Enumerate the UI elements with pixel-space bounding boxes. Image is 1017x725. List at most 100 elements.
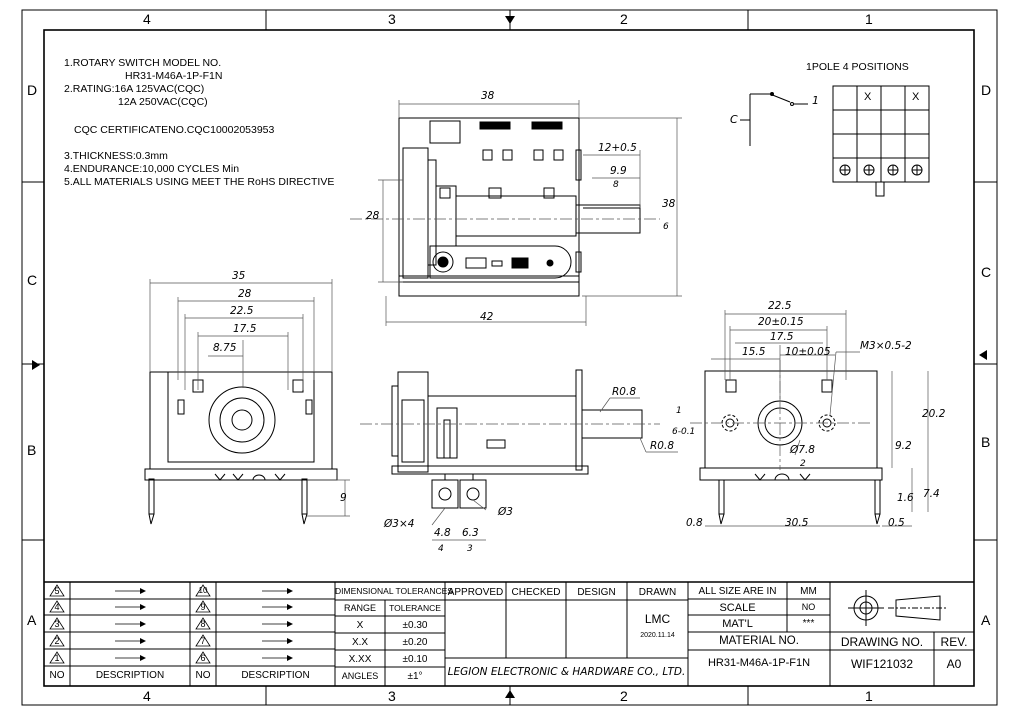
rev-desc-label-1: DESCRIPTION bbox=[95, 670, 165, 681]
dim-mid-r08-b: R0.8 bbox=[650, 440, 674, 452]
tol-range-3: ANGLES bbox=[341, 671, 379, 681]
drawn-date: 2020.11.14 bbox=[640, 632, 675, 639]
zone-col-top-4: 4 bbox=[143, 11, 151, 27]
projection-symbol bbox=[848, 590, 946, 626]
dim-mid-phi3x4: Ø3×4 bbox=[384, 518, 415, 530]
note-4: 4.ENDURANCE:10,000 CYCLES Min bbox=[64, 163, 240, 175]
drawn-label: DRAWN bbox=[638, 587, 677, 598]
tol-range-0: X bbox=[356, 620, 364, 631]
zone-col-top-3: 3 bbox=[388, 11, 396, 27]
note-1-model: HR31-M46A-1P-F1N bbox=[125, 70, 223, 82]
dim-side-35: 35 bbox=[232, 270, 246, 282]
outer-border bbox=[21, 9, 998, 706]
rev-row-4: 4 bbox=[54, 602, 60, 612]
dim-r-20: 20±0.15 bbox=[758, 316, 804, 328]
company-name: LEGION ELECTRONIC & HARDWARE CO., LTD. bbox=[447, 666, 686, 678]
dim-circle-8: 8 bbox=[613, 180, 619, 190]
center-arrow-top bbox=[505, 16, 515, 24]
checked-label: CHECKED bbox=[511, 587, 561, 598]
rev-row-8: 8 bbox=[200, 619, 206, 629]
zone-ticks bbox=[22, 10, 997, 705]
drawing-no-value: WIF121032 bbox=[850, 657, 914, 671]
dim-side-8-75: 8.75 bbox=[213, 342, 237, 354]
dim-r-10: 10±0.05 bbox=[785, 346, 831, 358]
rev-label: REV. bbox=[940, 635, 968, 649]
dim-r-30-5: 30.5 bbox=[785, 517, 809, 529]
note-5: 5.ALL MATERIALS USING MEET THE RoHS DIRE… bbox=[64, 176, 335, 188]
zone-col-top-2: 2 bbox=[620, 11, 628, 27]
tol-value-2: ±0.10 bbox=[402, 654, 428, 665]
right-view-dims bbox=[690, 310, 929, 527]
all-size-label: ALL SIZE ARE IN bbox=[698, 586, 777, 597]
dim-r-7-4: 7.4 bbox=[923, 488, 940, 500]
center-arrow-left bbox=[32, 360, 40, 370]
dim-circle-4: 4 bbox=[438, 544, 444, 554]
note-1: 1.ROTARY SWITCH MODEL NO. bbox=[64, 57, 222, 69]
rev-row-10: 10 bbox=[198, 586, 208, 595]
scale-label: SCALE bbox=[719, 602, 756, 614]
dim-r-15-5: 15.5 bbox=[742, 346, 766, 358]
revision-arrowheads bbox=[140, 588, 293, 661]
dim-r-phi78: Ø7.8 bbox=[790, 444, 815, 456]
top-view-dims bbox=[350, 100, 682, 326]
schematic bbox=[740, 85, 930, 197]
material-no-value: HR31-M46A-1P-F1N bbox=[707, 657, 811, 669]
center-arrow-right bbox=[979, 350, 987, 360]
rev-no-label-2: NO bbox=[195, 670, 211, 681]
front-view bbox=[391, 369, 643, 509]
material-no-label: MATERIAL NO. bbox=[719, 635, 799, 647]
dim-side-28: 28 bbox=[238, 288, 252, 300]
title-block-grid bbox=[44, 581, 974, 686]
dim-r-17-5: 17.5 bbox=[770, 331, 794, 343]
dim-top-side-28: 28 bbox=[366, 210, 380, 222]
unit-value: MM bbox=[800, 586, 817, 597]
zone-row-right-b: B bbox=[981, 434, 991, 450]
tol-tol-label: TOLERANCE bbox=[389, 603, 441, 613]
dim-side-9: 9 bbox=[340, 492, 347, 504]
rev-desc-label-2: DESCRIPTION bbox=[241, 670, 310, 681]
drawing-no-label: DRAWING NO. bbox=[840, 635, 924, 649]
side-view bbox=[144, 371, 338, 525]
zone-col-bottom-1: 1 bbox=[865, 688, 873, 704]
dim-r-m3: M3×0.5-2 bbox=[860, 340, 912, 352]
dim-r-0-8: 0.8 bbox=[686, 517, 703, 529]
dim-circle-6: 6 bbox=[663, 222, 669, 232]
tol-range-label: RANGE bbox=[343, 603, 376, 613]
zone-col-bottom-2: 2 bbox=[620, 688, 628, 704]
dim-r-0-5: 0.5 bbox=[888, 517, 905, 529]
front-view-dims bbox=[360, 397, 678, 541]
matl-value: *** bbox=[802, 618, 815, 629]
schematic-title: 1POLE 4 POSITIONS bbox=[806, 61, 909, 73]
note-cert: CQC CERTIFICATENO.CQC10002053953 bbox=[74, 124, 275, 136]
dim-mid-6-3: 6.3 bbox=[462, 527, 479, 539]
dim-r-1-6: 1.6 bbox=[897, 492, 914, 504]
dim-r-22-5: 22.5 bbox=[768, 300, 792, 312]
zone-row-right-c: C bbox=[981, 264, 992, 280]
tol-range-1: X.X bbox=[351, 637, 369, 648]
rev-row-5: 5 bbox=[54, 586, 60, 596]
dim-side-17-5: 17.5 bbox=[233, 323, 257, 335]
rev-value: A0 bbox=[946, 657, 962, 671]
dim-mid-4-8: 4.8 bbox=[434, 527, 451, 539]
note-3: 3.THICKNESS:0.3mm bbox=[64, 150, 168, 162]
dim-top-42: 42 bbox=[480, 311, 494, 323]
matl-label: MAT'L bbox=[722, 618, 753, 630]
rev-row-9: 9 bbox=[200, 602, 206, 612]
drawn-by: LMC bbox=[644, 612, 671, 626]
dim-mid-r08-a: R0.8 bbox=[612, 386, 636, 398]
dim-circle-3: 3 bbox=[467, 544, 473, 554]
dim-top-12: 12+0.5 bbox=[598, 142, 637, 154]
zone-row-left-b: B bbox=[27, 442, 37, 458]
dim-r-20-2: 20.2 bbox=[922, 408, 946, 420]
tol-range-2: X.XX bbox=[348, 654, 372, 665]
schematic-common: C bbox=[730, 113, 738, 126]
dim-top-9-9: 9.9 bbox=[610, 165, 627, 177]
rev-row-2: 2 bbox=[54, 636, 60, 646]
zone-col-top-1: 1 bbox=[865, 11, 873, 27]
tol-value-1: ±0.20 bbox=[402, 637, 428, 648]
dim-r-9-2: 9.2 bbox=[895, 440, 912, 452]
zone-row-right-a: A bbox=[981, 612, 991, 628]
dim-circle-1: 1 bbox=[676, 406, 682, 416]
